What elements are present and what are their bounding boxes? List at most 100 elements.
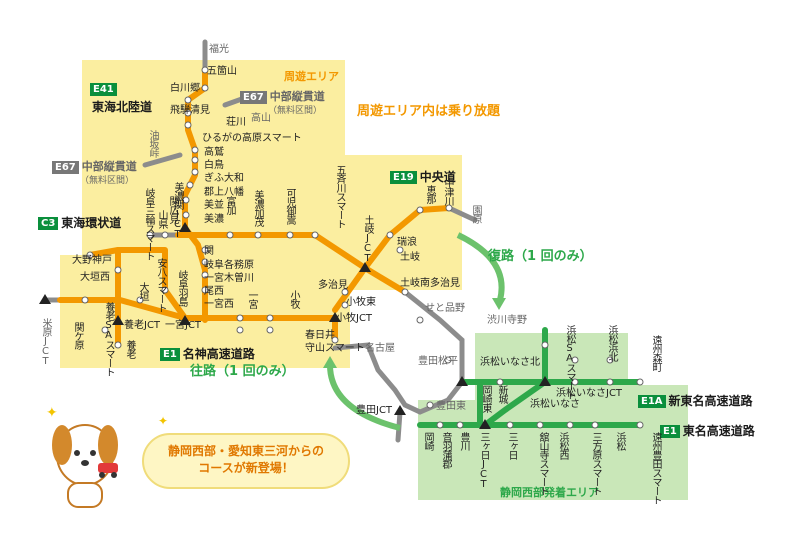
outbound-route-label: 往路（1 回のみ） (190, 364, 295, 379)
station-label: 岐阜三輪スマート (143, 188, 154, 260)
station-label: 遠州豊田スマート (650, 432, 661, 504)
station-label: 土岐南多治見 (400, 278, 460, 289)
station-label: 岡崎 (422, 432, 433, 450)
station-label: 養老 (124, 340, 135, 358)
station-label: 大垣 (137, 282, 148, 300)
station-label: 白鳥 (204, 160, 224, 171)
station-label: 山県 (156, 210, 167, 228)
station-label: 恵那 (424, 185, 435, 203)
station-label: 浜松西 (557, 432, 568, 459)
station-label: 岐阜羽島 (176, 270, 187, 306)
station-label: 油坂峠 (147, 130, 158, 157)
station-label: 岐阜各務原 (204, 260, 254, 271)
station-label: 三ヶ日 (506, 432, 517, 459)
station-label: 渋川寺野 (487, 315, 527, 326)
shuyu-area-note: 周遊エリア内は乗り放題 (357, 104, 501, 119)
station-label: 浜松いなさ (530, 399, 580, 410)
station-label: 豊田松平 (418, 356, 458, 367)
shuyu-area-title: 周遊エリア (284, 70, 339, 83)
station-label: 浜松いなさJCT (556, 388, 623, 399)
shizuoka-area-shape (418, 333, 688, 500)
line-c3-west-yellow (87, 247, 188, 321)
station-label: ぎふ大和 (204, 173, 244, 184)
jct-marker-icon (39, 222, 551, 429)
station-label: 舘山寺スマート (537, 432, 548, 495)
station-label: 小牧 (288, 290, 299, 308)
station-label: 美濃 (204, 214, 224, 225)
station-label: 美並 (204, 200, 224, 211)
station-label: 高山 (251, 113, 271, 124)
station-label: 豊川 (458, 432, 469, 450)
line-sonohara (446, 205, 478, 223)
station-label: 一宮 (246, 290, 257, 308)
station-label: 高鷲 (204, 147, 224, 158)
e67-top-sub: （無料区間） (268, 106, 323, 116)
station-label: 可児御嵩 (284, 188, 295, 224)
station-label: 守山スマート (305, 343, 365, 354)
station-label: 一宮JCT (165, 320, 202, 331)
station-label: 中津川 (442, 178, 453, 205)
line-tokiminami (362, 265, 408, 295)
station-label: せと品野 (425, 303, 465, 314)
station-label: 一宮木曽川 (204, 273, 254, 284)
station-dots (81, 66, 644, 429)
station-label: 豊田JCT (356, 405, 393, 416)
station-label: ひるがの高原スマート (202, 133, 302, 144)
station-label: 美濃関JCT (172, 182, 183, 239)
station-label: 尾西 (204, 286, 224, 297)
station-label: 園原 (470, 205, 481, 223)
station-label: 豊田東 (436, 401, 466, 412)
station-label: 関ケ原 (72, 322, 83, 349)
line-inasa (482, 327, 548, 428)
station-label: 瑞浪 (397, 237, 417, 248)
station-label: 五箇山 (207, 66, 237, 77)
station-label: 大垣西 (80, 272, 110, 283)
station-label: 荘川 (226, 117, 246, 128)
sparkle-icon: ✦ (158, 414, 168, 428)
station-label: 小牧JCT (336, 313, 373, 324)
station-label: 春日井 (305, 330, 335, 341)
station-label: 小牧東 (346, 297, 376, 308)
station-label: 美濃加茂 (252, 190, 263, 226)
callout-bubble: 静岡西部・愛知東三河からの コースが新登場！ (142, 433, 350, 489)
station-label: 浜松 (614, 432, 625, 450)
station-label: 養老JCT (124, 320, 161, 331)
station-label: 米原JCT (40, 318, 51, 366)
e41-name: 東海北陸道 (92, 100, 153, 114)
station-label: 五斉川スマート (334, 165, 345, 228)
station-label: 富加 (224, 196, 235, 214)
station-label: 一宮西 (204, 299, 234, 310)
station-label: 三方原スマート (590, 432, 601, 495)
sparkle-icon: ✦ (46, 405, 58, 421)
station-label: 福光 (209, 44, 229, 55)
station-label: 音羽蒲郡 (440, 432, 451, 468)
station-label: 名古屋 (365, 343, 395, 354)
car-icon (98, 463, 118, 478)
dog-mascot-icon: ✦ ✦ (46, 405, 168, 508)
station-label: 三ヶ日JCT (478, 432, 489, 489)
station-label: 新城 (496, 385, 507, 403)
station-label: 関 (204, 246, 214, 257)
callout-line2: コースが新登場！ (198, 461, 294, 475)
station-label: 関広見 (167, 196, 178, 223)
callout-line1: 静岡西部・愛知東三河からの (167, 444, 324, 458)
station-label: 養老SAスマート (103, 302, 114, 376)
station-label: 飛騨清見 (170, 105, 210, 116)
station-label: 土岐JCT (362, 215, 373, 263)
station-label: 安八スマート (155, 258, 166, 312)
return-route-label: 復路（1 回のみ） (488, 249, 593, 264)
station-label: 浜松浜北 (606, 325, 617, 361)
station-label: 土岐 (400, 252, 420, 263)
station-label: 郡上八幡 (204, 187, 244, 198)
line-c3-south (332, 289, 465, 415)
line-e67-left (142, 152, 183, 168)
station-label: 多治見 (318, 280, 348, 291)
